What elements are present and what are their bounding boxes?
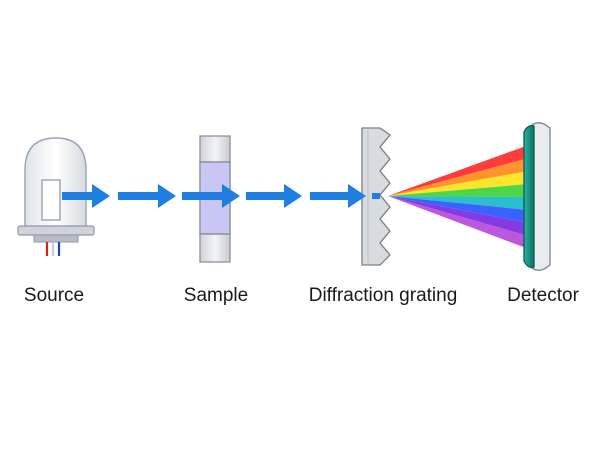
beam-arrow-shaft — [182, 192, 224, 200]
spectrum-band — [388, 184, 526, 197]
label-detector: Detector — [507, 285, 579, 306]
label-sample: Sample — [183, 285, 249, 306]
lamp-filament — [41, 179, 61, 221]
spectrum-band — [388, 146, 526, 196]
beam-arrow-shaft — [246, 192, 286, 200]
beam-arrow-head — [92, 184, 110, 208]
beam-arrow-shaft — [118, 192, 160, 200]
beam-arrow-shaft — [310, 192, 350, 200]
beam-stub — [372, 193, 380, 199]
beam-arrow-head — [348, 184, 366, 208]
spectrum-band — [388, 196, 526, 248]
spectrum-band — [388, 171, 526, 196]
detector — [523, 122, 551, 271]
beam-arrow-head — [158, 184, 176, 208]
beam-arrow-head — [284, 184, 302, 208]
light-source-lamp — [17, 137, 95, 256]
beam-arrow-shaft — [62, 192, 94, 200]
label-grating: Diffraction grating — [308, 285, 458, 306]
diffracted-spectrum — [388, 146, 526, 248]
beam-arrow-head — [222, 184, 240, 208]
light-beam — [62, 184, 380, 208]
detector-sensor — [523, 124, 535, 269]
spectrum-band — [388, 158, 526, 196]
label-source: Source — [23, 285, 85, 306]
lamp-base — [17, 225, 95, 236]
